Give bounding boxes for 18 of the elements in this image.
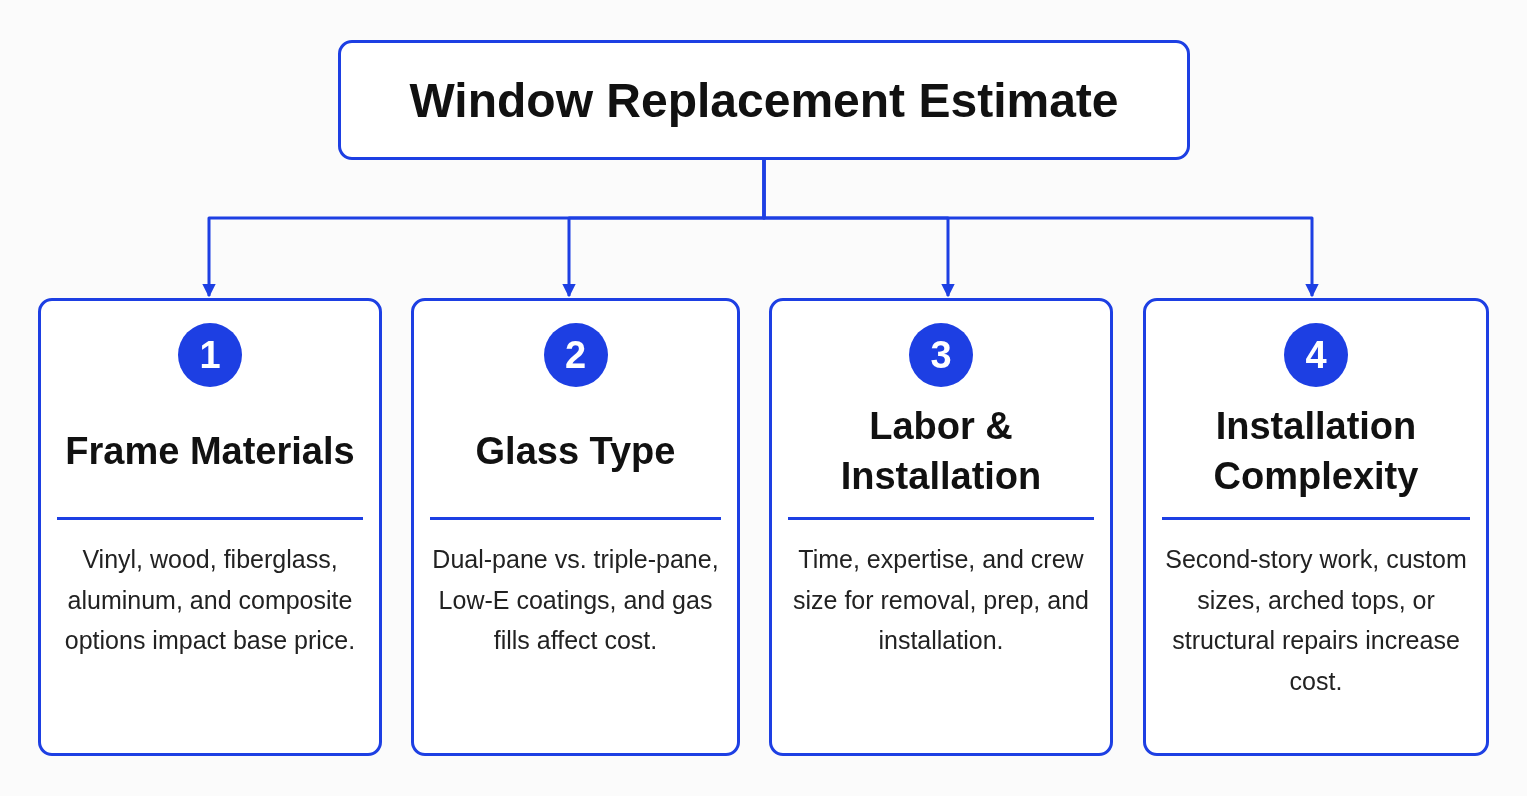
number-badge: 4 [1284, 323, 1348, 387]
arrow [762, 160, 1319, 298]
card-heading: Glass Type [474, 429, 677, 474]
title-box: Window Replacement Estimate [338, 40, 1190, 160]
card-heading: Labor & Installation [839, 404, 1043, 499]
category-card [769, 298, 1113, 756]
card-description: Second-story work, custom sizes, arched tops, or structural repairs increase cost. [1164, 544, 1468, 697]
card-heading: Frame Materials [64, 429, 356, 474]
card-description: Dual-pane vs. triple-pane, Low-E coatings, and gas fills affect cost. [431, 544, 720, 656]
card-description: Vinyl, wood, fiberglass, aluminum, and composite options impact base price. [63, 544, 357, 656]
category-card [1143, 298, 1489, 756]
card-description: Time, expertise, and crew size for removal, prep, and installation. [792, 544, 1090, 656]
card-heading: Installation Complexity [1212, 404, 1420, 499]
category-card [411, 298, 740, 756]
category-card [38, 298, 382, 756]
number-badge: 2 [543, 323, 608, 387]
number-badge: 3 [909, 323, 973, 387]
number-badge: 1 [178, 323, 242, 387]
